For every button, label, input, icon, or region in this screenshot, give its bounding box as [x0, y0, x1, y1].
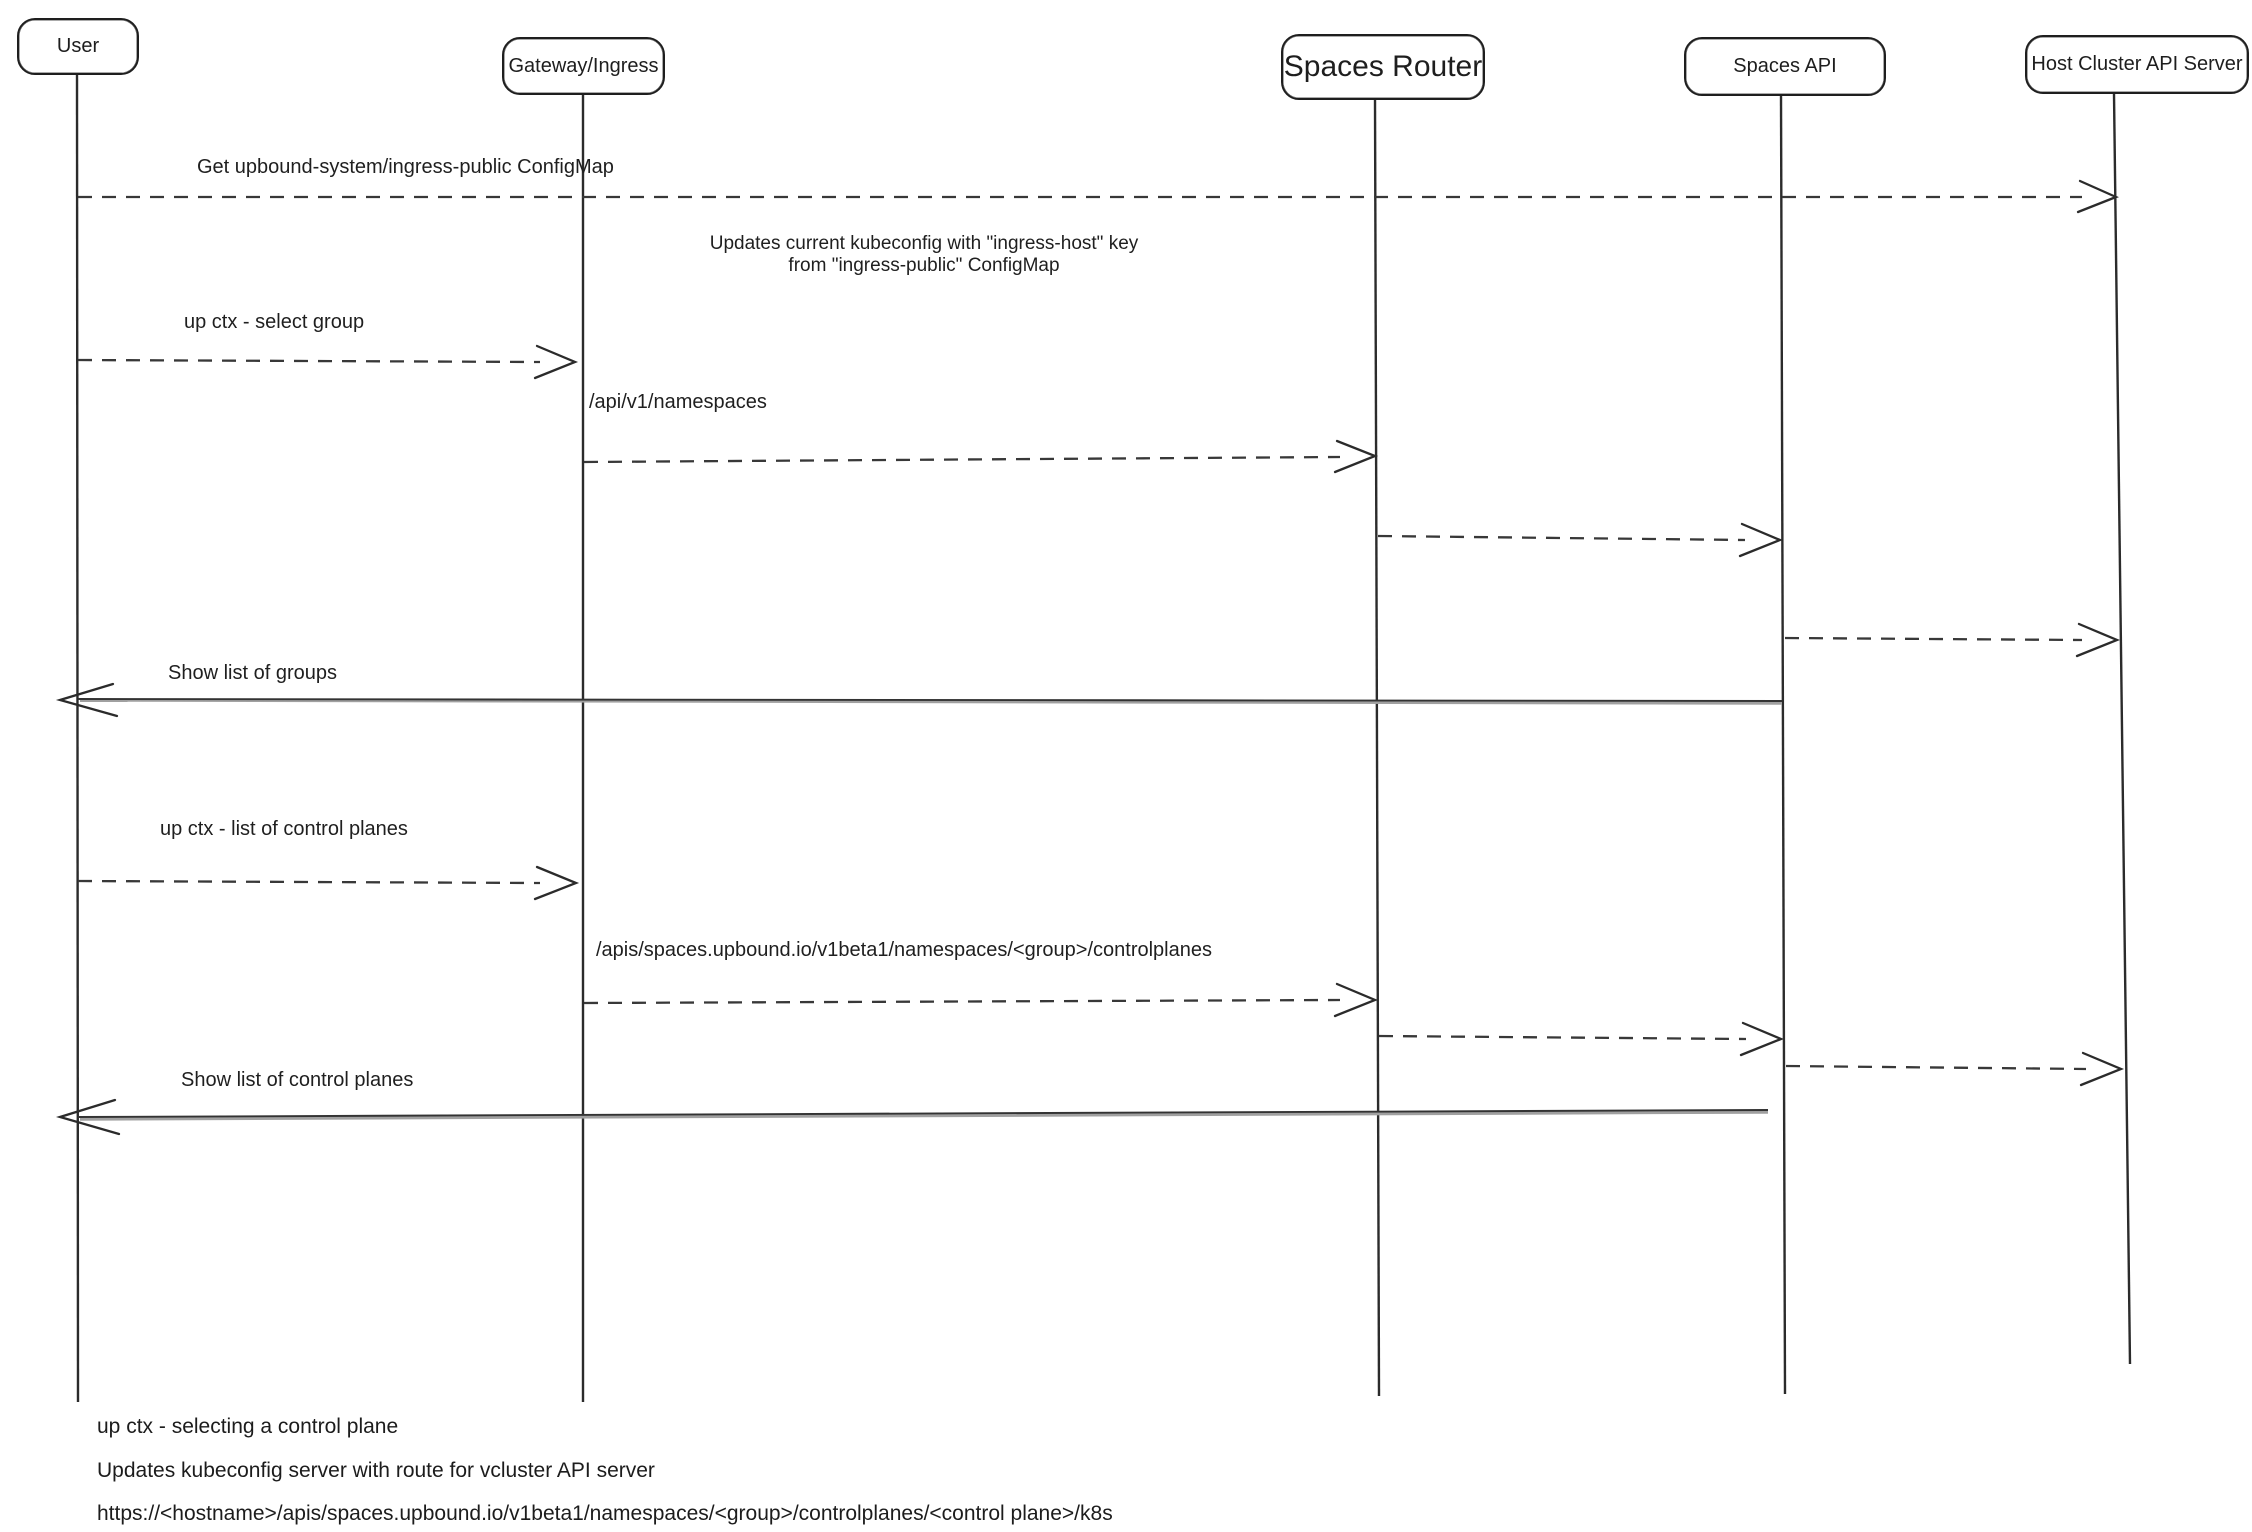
actor-box-user: User: [17, 18, 139, 75]
arrowhead-show-control-planes: [55, 1098, 121, 1136]
footer-line-selecting-control-plane: up ctx - selecting a control plane: [97, 1415, 399, 1438]
arrowhead-router-to-api-1: [1738, 522, 1784, 558]
actor-box-gateway: Gateway/Ingress: [502, 37, 665, 95]
arrowhead-api-to-host-1: [2075, 622, 2121, 658]
message-label-api-namespaces: /api/v1/namespaces: [589, 391, 767, 413]
note-line-2: from "ingress-public" ConfigMap: [788, 255, 1060, 276]
message-label-apis-controlplanes: /apis/spaces.upbound.io/v1beta1/namespac…: [596, 939, 1212, 961]
message-label-select-group: up ctx - select group: [184, 311, 365, 333]
actor-box-spaces-router: Spaces Router: [1281, 34, 1485, 100]
footer-line-updates-kubeconfig: Updates kubeconfig server with route for…: [97, 1459, 655, 1482]
actor-label-gateway: Gateway/Ingress: [508, 54, 659, 77]
message-label-get-configmap: Get upbound-system/ingress-public Config…: [197, 156, 614, 178]
arrowhead-api-to-host-2: [2079, 1051, 2125, 1087]
arrow-api-to-host-1: [1784, 636, 2083, 642]
arrow-apis-controlplanes: [583, 998, 1341, 1005]
arrowhead-apis-controlplanes: [1333, 982, 1379, 1018]
note-update-kubeconfig: Updates current kubeconfig with "ingress…: [700, 233, 1148, 277]
lifeline-user: [75, 73, 80, 1403]
lifeline-host-cluster: [2112, 93, 2132, 1365]
actor-label-host-cluster: Host Cluster API Server: [2031, 53, 2243, 75]
note-line-1: Updates current kubeconfig with "ingress…: [709, 233, 1139, 254]
lifeline-spaces-router: [1373, 99, 1381, 1397]
arrow-show-control-planes: [77, 1109, 1769, 1118]
actor-label-spaces-router: Spaces Router: [1283, 50, 1483, 83]
actor-box-spaces-api: Spaces API: [1684, 37, 1886, 96]
arrow-list-control-planes: [77, 879, 541, 885]
arrowhead-api-namespaces: [1333, 439, 1379, 474]
message-label-show-control-planes: Show list of control planes: [181, 1069, 414, 1091]
arrowhead-list-control-planes: [533, 865, 580, 901]
actor-label-spaces-api: Spaces API: [1733, 55, 1837, 77]
arrow-select-group: [77, 358, 541, 364]
arrow-api-to-host-2: [1785, 1064, 2087, 1071]
footer-line-vcluster-url: https://<hostname>/apis/spaces.upbound.i…: [97, 1502, 1113, 1525]
arrow-api-namespaces: [583, 455, 1341, 464]
arrow-show-control-planes-base: [79, 1110, 1769, 1121]
arrow-show-groups-base: [79, 698, 1783, 705]
arrow-show-groups: [77, 698, 1783, 702]
arrowhead-get-configmap: [2076, 179, 2119, 214]
arrowhead-select-group: [533, 344, 579, 380]
message-label-list-control-planes: up ctx - list of control planes: [160, 818, 408, 840]
arrowhead-router-to-api-2: [1739, 1021, 1785, 1057]
arrowhead-show-groups: [55, 682, 119, 718]
arrow-router-to-api-2: [1378, 1034, 1747, 1041]
message-label-show-groups: Show list of groups: [168, 662, 337, 684]
actor-label-user: User: [56, 35, 100, 57]
actor-box-host-cluster: Host Cluster API Server: [2025, 35, 2249, 94]
arrow-router-to-api-1: [1377, 534, 1746, 542]
lifeline-spaces-api: [1779, 95, 1787, 1395]
